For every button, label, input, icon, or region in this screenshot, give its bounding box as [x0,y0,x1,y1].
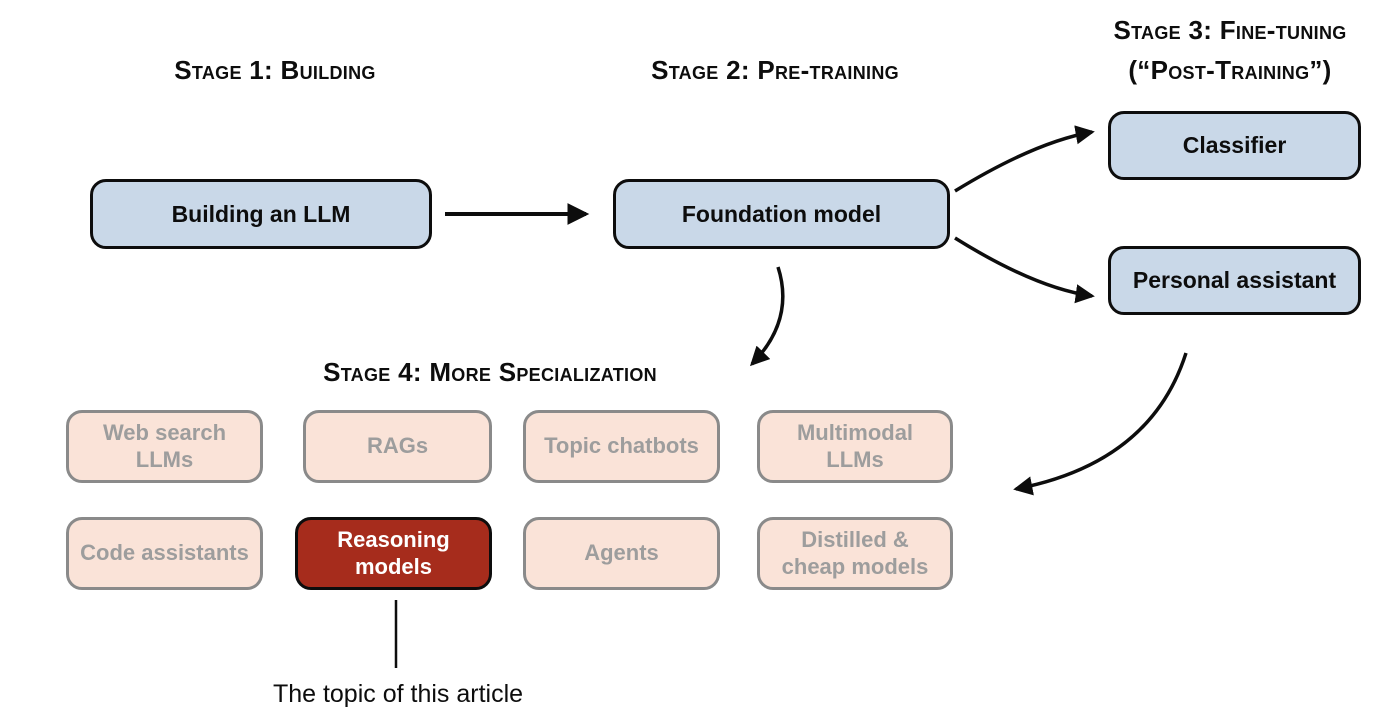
node-rags: RAGs [303,410,492,483]
stage3-label-line2: (“Post-Training”) [1128,55,1332,85]
arrow-personal-assistant-to-stage4 [1013,352,1188,496]
arrow-foundation-to-personal-assistant [954,236,1095,304]
stage3-label: Stage 3: Fine-tuning (“Post-Training”) [1055,10,1400,90]
node-reasoning-models: Reasoning models [295,517,492,590]
node-personal-assistant: Personal assistant [1108,246,1361,315]
node-building-an-llm: Building an LLM [90,179,432,249]
article-topic-caption: The topic of this article [272,680,524,708]
stage4-label: Stage 4: More Specialization [323,357,657,387]
stage1-label: Stage 1: Building [174,55,376,85]
node-code-assistants: Code assistants [66,517,263,590]
node-distilled-cheap-models: Distilled & cheap models [757,517,953,590]
arrow-foundation-to-stage4 [749,266,785,367]
node-agents: Agents [523,517,720,590]
node-classifier: Classifier [1108,111,1361,180]
node-topic-chatbots: Topic chatbots [523,410,720,483]
node-multimodal-llms: Multimodal LLMs [757,410,953,483]
arrow-foundation-to-classifier [954,125,1095,193]
stage2-label: Stage 2: Pre-training [651,55,899,85]
stage3-label-line1: Stage 3: Fine-tuning [1113,15,1347,45]
node-web-search-llms: Web search LLMs [66,410,263,483]
node-foundation-model: Foundation model [613,179,950,249]
